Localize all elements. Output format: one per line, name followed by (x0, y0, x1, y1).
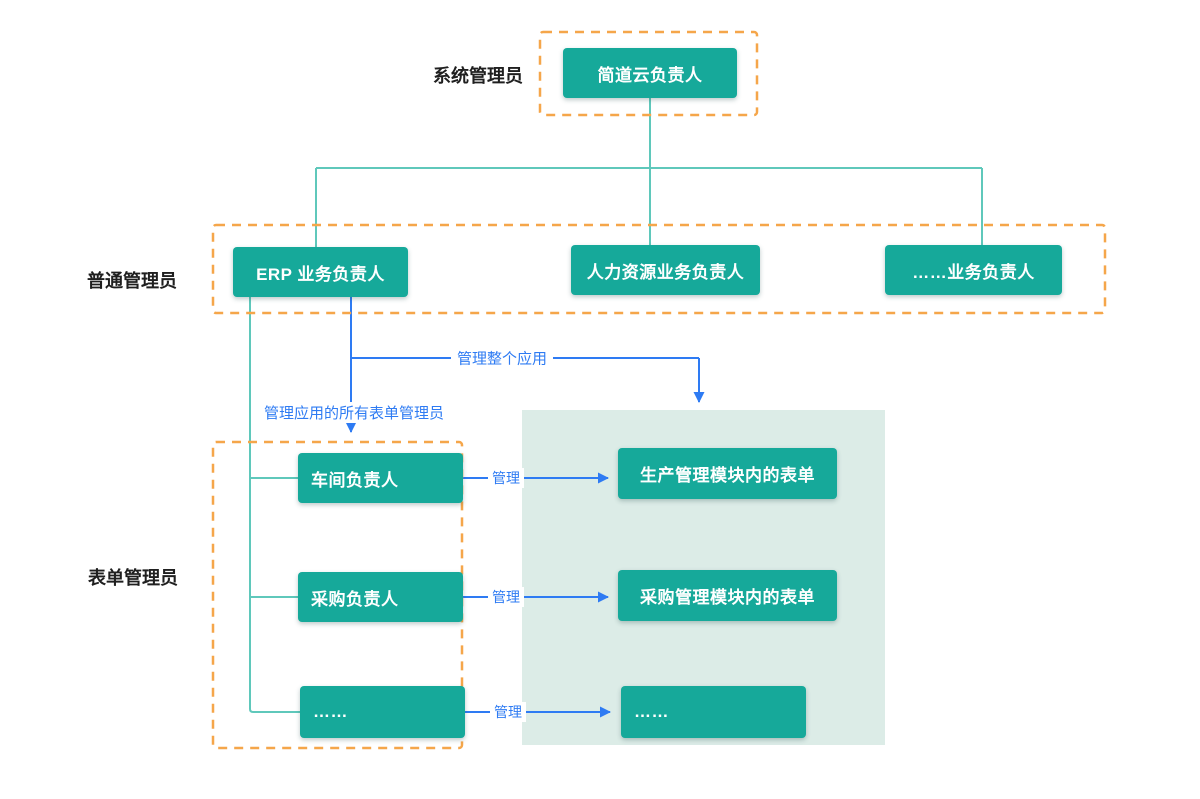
form-admin-group-border (211, 440, 464, 750)
node-prod-module-forms: 生产管理模块内的表单 (618, 448, 837, 499)
system-admin-group-border (538, 30, 759, 117)
node-jdy-owner: 简道云负责人 (563, 48, 737, 98)
node-purchase-module-forms: 采购管理模块内的表单 (618, 570, 837, 621)
edge-label-manage-all-form-admins: 管理应用的所有表单管理员 (258, 402, 451, 423)
node-more-owner: …… (300, 686, 465, 738)
node-other-owner: ……业务负责人 (885, 245, 1062, 295)
node-workshop-owner: 车间负责人 (298, 453, 463, 503)
side-label-normal-admin: 普通管理员 (87, 271, 177, 291)
node-erp-owner: ERP 业务负责人 (233, 247, 408, 297)
edge-label-manage-2: 管理 (488, 587, 524, 607)
node-purchase-owner: 采购负责人 (298, 572, 463, 622)
side-label-form-admin: 表单管理员 (88, 568, 178, 588)
dashed-group-borders (211, 30, 1107, 750)
node-more-forms: …… (621, 686, 806, 738)
edge-label-manage-3: 管理 (490, 702, 526, 722)
connector-erp-to-form-admins (249, 297, 300, 713)
edge-label-manage-whole-app: 管理整个应用 (450, 347, 554, 369)
edge-label-manage-1: 管理 (488, 468, 524, 488)
side-label-system-admin: 系统管理员 (433, 66, 523, 86)
normal-admin-group-border (211, 223, 1107, 315)
node-hr-owner: 人力资源业务负责人 (571, 245, 760, 295)
teal-connectors (249, 98, 983, 713)
